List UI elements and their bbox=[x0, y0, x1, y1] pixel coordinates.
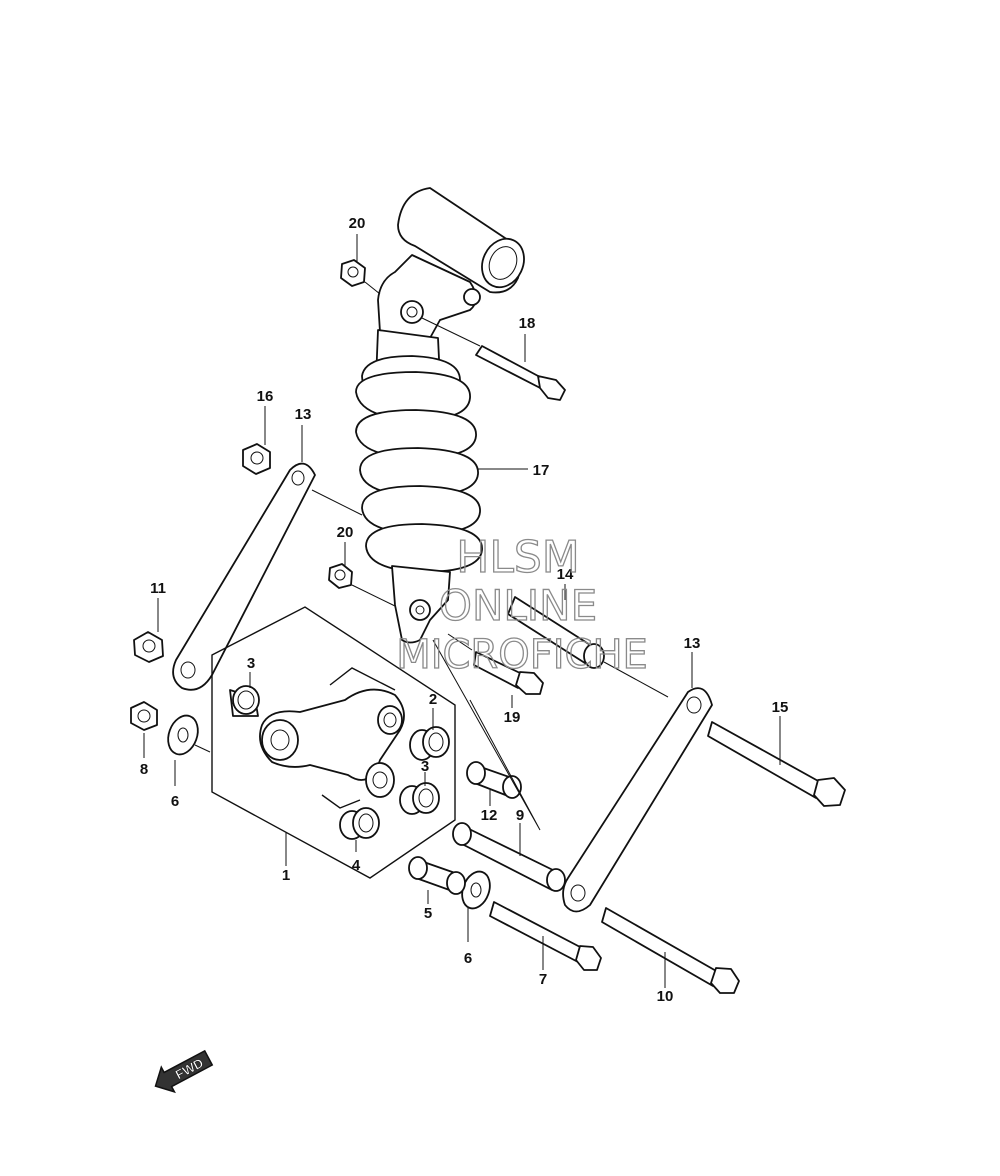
callout-20-upper: 20 bbox=[349, 215, 366, 232]
callout-14: 14 bbox=[557, 566, 574, 583]
fwd-arrow-icon: FWD bbox=[154, 1049, 214, 1094]
callout-18: 18 bbox=[519, 315, 536, 332]
callout-3-upper: 3 bbox=[247, 655, 255, 672]
cushion-rod-left bbox=[172, 462, 316, 691]
callout-9: 9 bbox=[516, 807, 524, 824]
rear-shock-absorber bbox=[355, 187, 525, 644]
watermark-line-3: MICROFICHE bbox=[396, 632, 648, 678]
cushion-lever-assembly bbox=[211, 606, 456, 879]
callout-12: 12 bbox=[481, 807, 498, 824]
spacer-5 bbox=[408, 856, 466, 895]
callout-19: 19 bbox=[504, 709, 521, 726]
spacer-14 bbox=[507, 596, 605, 669]
bolt-15 bbox=[707, 721, 846, 807]
callout-4: 4 bbox=[352, 857, 361, 874]
callout-7: 7 bbox=[539, 971, 547, 988]
bolt-19 bbox=[473, 651, 544, 695]
callout-2: 2 bbox=[429, 691, 437, 708]
spacer-9 bbox=[452, 822, 566, 892]
leader-lines bbox=[143, 234, 781, 988]
cushion-rod-right bbox=[562, 687, 713, 913]
fwd-label: FWD bbox=[173, 1055, 206, 1082]
nut-8 bbox=[130, 701, 158, 731]
callout-8: 8 bbox=[140, 761, 148, 778]
watermark-line-1: HLSM bbox=[456, 532, 580, 583]
callout-1: 1 bbox=[282, 867, 290, 884]
callout-3-lower: 3 bbox=[421, 758, 429, 775]
bearing-4 bbox=[339, 807, 380, 840]
bolt-10 bbox=[601, 907, 740, 994]
callout-20-lower: 20 bbox=[337, 524, 354, 541]
callout-13-right: 13 bbox=[684, 635, 701, 652]
washer-6-left bbox=[167, 714, 199, 756]
callout-6-left: 6 bbox=[171, 793, 179, 810]
spacer-12 bbox=[466, 761, 522, 799]
callout-labels: 20 18 17 16 13 20 14 11 13 3 2 19 15 8 3… bbox=[140, 215, 789, 1005]
bearing-3-upper bbox=[229, 685, 260, 717]
bolt-18 bbox=[475, 345, 566, 401]
callout-13-left: 13 bbox=[295, 406, 312, 423]
callout-11: 11 bbox=[150, 580, 166, 597]
watermark: HLSM ONLINE MICROFICHE bbox=[396, 531, 649, 678]
watermark-line-2: ONLINE bbox=[439, 581, 597, 630]
callout-6-right: 6 bbox=[464, 950, 472, 967]
bearing-3-lower bbox=[399, 782, 440, 815]
nut-20-upper bbox=[340, 259, 366, 287]
nut-16 bbox=[242, 443, 271, 475]
callout-5: 5 bbox=[424, 905, 432, 922]
callout-16: 16 bbox=[257, 388, 274, 405]
bearing-2 bbox=[409, 726, 450, 761]
callout-15: 15 bbox=[772, 699, 789, 716]
callout-17: 17 bbox=[533, 462, 550, 479]
callout-10: 10 bbox=[657, 988, 674, 1005]
nut-11 bbox=[133, 631, 164, 663]
bolt-7 bbox=[489, 901, 602, 971]
nut-20-lower bbox=[328, 563, 353, 589]
